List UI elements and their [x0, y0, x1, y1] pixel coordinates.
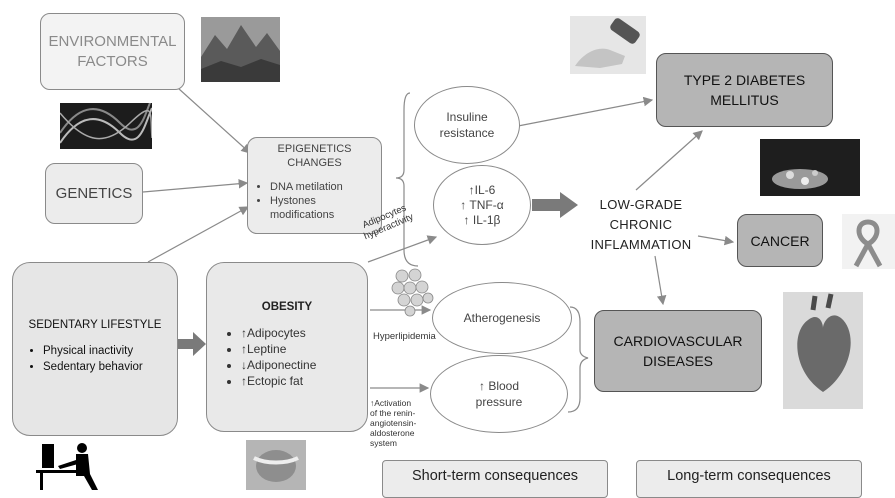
hyperlipidemia-annotation: Hyperlipidemia — [373, 331, 436, 342]
arrow-gen-epi — [142, 178, 249, 193]
obesity-title: OBESITY — [261, 301, 313, 313]
cytokines-ellipse: ↑IL-6 ↑ TNF-α ↑ IL-1β — [433, 165, 531, 245]
arrow-obe-cyto — [367, 235, 438, 263]
type2-diabetes-box: TYPE 2 DIABETES MELLITUS — [656, 53, 833, 127]
diabetes-line2: MELLITUS — [710, 92, 779, 108]
environmental-factors-box: ENVIRONMENTAL FACTORS — [40, 13, 185, 90]
list-item: Hystones modifications — [270, 194, 381, 222]
inflammation-label: LOW-GRADE CHRONIC INFLAMMATION — [576, 195, 706, 255]
brace-upper — [395, 92, 419, 267]
activation-raas-annotation: ↑Activation of the renin- angiotensin- a… — [370, 398, 416, 448]
short-term-legend: Short-term consequences — [382, 460, 608, 498]
inflammation-line1: LOW-GRADE — [599, 197, 683, 212]
arrow-sed-epi — [147, 206, 250, 263]
activation-line5: system — [370, 438, 397, 448]
cardio-line1: CARDIOVASCULAR — [613, 333, 743, 349]
long-term-legend: Long-term consequences — [636, 460, 862, 498]
long-term-label: Long-term consequences — [667, 468, 831, 484]
epigenetics-box: EPIGENETICS CHANGES DNA metilation Hysto… — [247, 137, 382, 234]
insulin-resistance-ellipse: Insuline resistance — [414, 86, 520, 164]
list-item: ↓Adiponectine — [241, 357, 367, 373]
epi-title2: CHANGES — [287, 157, 342, 169]
list-item: ↑Leptine — [241, 341, 367, 357]
list-item: Sedentary behavior — [43, 359, 177, 375]
list-item: Physical inactivity — [43, 343, 177, 359]
cyto-line2: ↑ TNF-α — [460, 197, 504, 212]
fat-cells-icon — [391, 268, 434, 317]
inflammation-line3: INFLAMMATION — [590, 237, 692, 252]
cyto-line3: ↑ IL-1β — [463, 212, 501, 227]
bp-line1: ↑ Blood — [478, 379, 520, 393]
cardio-line2: DISEASES — [642, 353, 714, 369]
cyto-line1: ↑IL-6 — [468, 182, 496, 197]
activation-line1: ↑Activation — [370, 398, 412, 408]
obesity-box: OBESITY ↑Adipocytes ↑Leptine ↓Adiponecti… — [206, 262, 368, 432]
activation-line3: angiotensin- — [370, 418, 417, 428]
activation-line4: aldosterone — [370, 428, 415, 438]
atherogenesis-label: Atherogenesis — [463, 311, 541, 325]
brace-lower — [567, 306, 589, 413]
genetics-box: GENETICS — [45, 163, 143, 224]
list-item: DNA metilation — [270, 180, 381, 194]
arrow-inf-cancer — [697, 235, 735, 246]
genetics-label: GENETICS — [55, 185, 133, 202]
blood-pressure-ellipse: ↑ Blood pressure — [430, 355, 568, 433]
sedentary-lifestyle-box: SEDENTARY LIFESTYLE Physical inactivity … — [12, 262, 178, 436]
arrow-ins-diab — [517, 96, 654, 127]
list-item: ↑Ectopic fat — [241, 373, 367, 389]
cardiovascular-box: CARDIOVASCULAR DISEASES — [594, 310, 762, 392]
env-line2: FACTORS — [77, 52, 148, 70]
pills-photo — [760, 139, 860, 196]
epi-title1: EPIGENETICS — [277, 143, 352, 155]
waist-measure-photo — [246, 440, 306, 490]
thick-arrow-cyto-inf — [532, 192, 578, 218]
env-line1: ENVIRONMENTAL — [48, 32, 177, 50]
diabetes-line1: TYPE 2 DIABETES — [683, 72, 806, 88]
ribbon-photo — [842, 214, 895, 269]
activation-line2: of the renin- — [370, 408, 416, 418]
obesity-list: ↑Adipocytes ↑Leptine ↓Adiponectine ↑Ecto… — [207, 325, 367, 389]
sedentary-title: SEDENTARY LIFESTYLE — [28, 319, 162, 331]
bp-line2: pressure — [475, 395, 523, 409]
insulin-line1: Insuline — [446, 110, 488, 124]
short-term-label: Short-term consequences — [411, 468, 579, 484]
glucose-meter-photo — [570, 16, 646, 74]
arrow-inf-diab — [635, 130, 703, 191]
insulin-line2: resistance — [439, 126, 495, 140]
arrow-inf-cardio — [654, 255, 667, 306]
dna-helix-photo — [60, 103, 152, 149]
sedentary-list: Physical inactivity Sedentary behavior — [13, 343, 177, 375]
cancer-box: CANCER — [737, 214, 823, 267]
heart-model-photo — [783, 292, 863, 409]
list-item: ↑Adipocytes — [241, 325, 367, 341]
thick-arrow-sed-obe — [178, 332, 206, 356]
epi-list: DNA metilation Hystones modifications — [248, 180, 381, 222]
inflammation-line2: CHRONIC — [609, 217, 673, 232]
mountains-photo — [201, 17, 280, 82]
atherogenesis-ellipse: Atherogenesis — [432, 282, 572, 354]
desk-worker-icon — [36, 443, 98, 490]
cancer-label: CANCER — [750, 232, 810, 249]
